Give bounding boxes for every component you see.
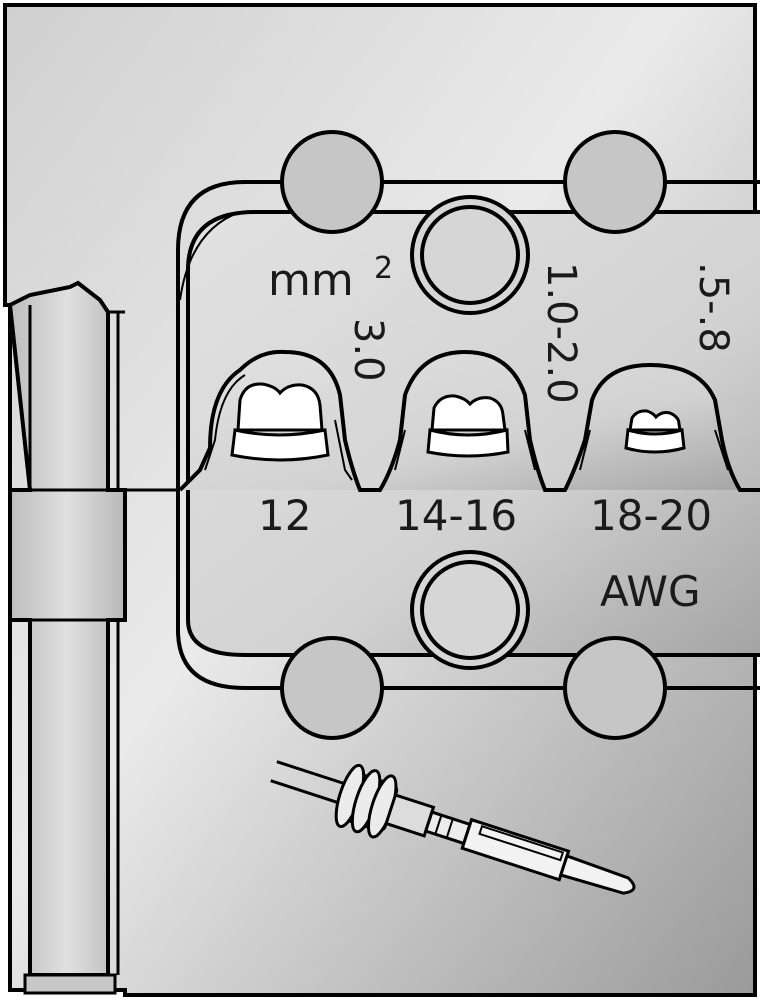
unit-metric-superscript: 2 (374, 251, 393, 286)
hole-top-left (280, 130, 384, 234)
mm2-label-3: .5-.8 (690, 262, 736, 353)
hole-bottom-right (563, 636, 667, 740)
pin-bottom (410, 550, 530, 670)
mm2-label-2: 1.0-2.0 (538, 262, 584, 404)
mm2-label-1: 3.0 (345, 318, 391, 382)
unit-awg-label: AWG (600, 567, 701, 616)
awg-label-1: 12 (258, 491, 311, 540)
awg-label-3: 18-20 (590, 491, 712, 540)
hole-top-right (563, 130, 667, 234)
crimp-profile (178, 349, 760, 492)
labels: mm 2 3.0 1.0-2.0 .5-.8 12 14-16 18-20 AW… (258, 251, 736, 616)
left-guide-bar (7, 280, 180, 995)
cavity-small (624, 409, 686, 454)
crimp-contact-illustration (270, 760, 636, 895)
awg-label-2: 14-16 (395, 491, 517, 540)
cavity-medium (426, 394, 510, 458)
pin-top (410, 195, 530, 315)
unit-metric-label: mm (268, 255, 354, 306)
hole-bottom-left (280, 636, 384, 740)
mounting-holes (280, 130, 667, 740)
cavity-large (230, 382, 330, 462)
